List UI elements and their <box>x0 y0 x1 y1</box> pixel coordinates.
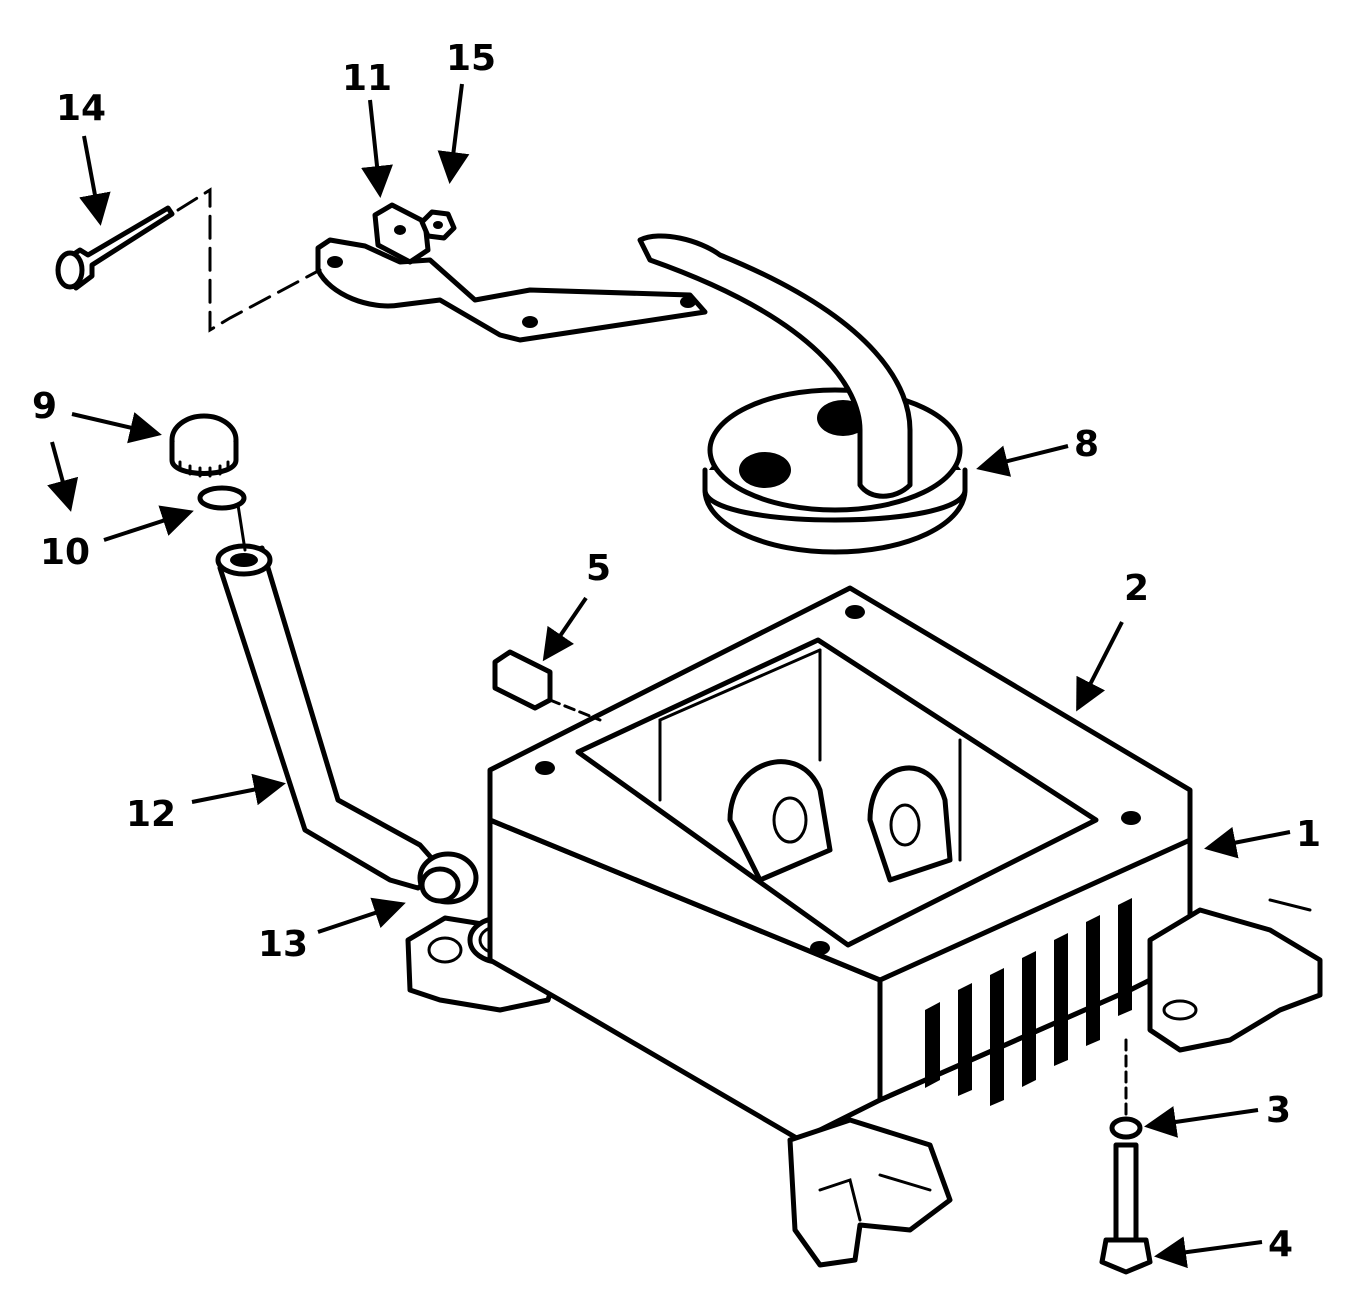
leader-8 <box>976 444 1069 477</box>
callout-15: 15 <box>446 38 496 79</box>
callout-5: 5 <box>586 548 611 589</box>
leader-15 <box>437 83 470 184</box>
leader-3 <box>1144 1106 1259 1138</box>
leader-1 <box>1204 826 1291 859</box>
leader-arrows <box>47 83 1291 1269</box>
leader-14 <box>79 135 111 226</box>
callout-12: 12 <box>126 794 176 835</box>
callout-13: 13 <box>258 924 308 965</box>
bolt <box>1099 1142 1153 1275</box>
oil-pickup-tube <box>637 233 968 555</box>
leader-9a <box>71 412 162 444</box>
pipe-plug <box>492 649 602 722</box>
dipstick-cap <box>169 413 239 478</box>
leader-5 <box>542 596 588 662</box>
lock-washer <box>1109 1038 1143 1140</box>
leader-12 <box>191 773 286 806</box>
hex-nut <box>419 209 457 241</box>
leader-13 <box>317 897 406 934</box>
dipstick-tube <box>215 503 445 891</box>
callout-8: 8 <box>1074 424 1099 465</box>
callout-2: 2 <box>1124 568 1149 609</box>
callout-9: 9 <box>32 386 57 427</box>
cooling-fins <box>925 898 1132 1106</box>
o-ring <box>197 485 247 511</box>
callout-10: 10 <box>40 532 90 573</box>
grommet <box>417 851 479 905</box>
callout-14: 14 <box>56 88 106 129</box>
leader-11 <box>361 99 393 198</box>
callout-4: 4 <box>1268 1224 1293 1265</box>
callout-labels: 1 2 3 4 5 8 9 10 11 12 13 14 15 <box>32 38 1321 1265</box>
leader-10 <box>103 505 194 542</box>
callout-11: 11 <box>342 58 392 99</box>
callout-1: 1 <box>1296 814 1321 855</box>
leader-2 <box>1076 621 1124 712</box>
oil-pan-base <box>405 585 1323 1268</box>
callout-3: 3 <box>1266 1090 1291 1131</box>
screw <box>55 187 322 333</box>
leader-4 <box>1154 1236 1263 1269</box>
leader-9b <box>47 441 79 512</box>
tube-bracket <box>315 202 708 343</box>
